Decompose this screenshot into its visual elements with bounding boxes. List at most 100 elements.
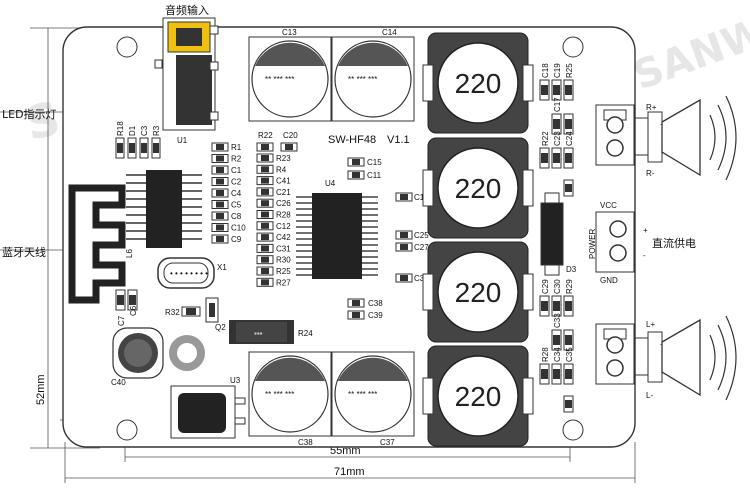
mounting-holes: [116, 36, 584, 441]
svg-text:C39: C39: [368, 311, 383, 320]
label-r27: R27: [276, 278, 291, 287]
label-c12: C12: [276, 222, 291, 231]
label-D3: D3: [566, 265, 577, 274]
svg-text:C34: C34: [553, 347, 562, 362]
svg-text:• • • • • • • •: • • • • • • • •: [170, 269, 208, 278]
speaker-icon-right: + -: [634, 95, 737, 181]
label-c9: C9: [231, 235, 242, 244]
label-c2: C2: [231, 178, 242, 187]
label-r4: R4: [276, 165, 287, 174]
svg-text:R3: R3: [152, 125, 161, 136]
speaker-terminal-left: [595, 323, 635, 385]
label-power-minus: -: [643, 251, 646, 260]
speaker-icon-left: + -: [634, 315, 737, 401]
svg-text:** *** ***: ** *** ***: [348, 390, 377, 399]
svg-text:C19: C19: [553, 63, 562, 78]
label-c41: C41: [276, 177, 291, 186]
cap-C40: [112, 327, 164, 379]
label-c1: C1: [231, 166, 242, 175]
label-c5: C5: [231, 201, 242, 210]
svg-text:** *** ***: ** *** ***: [265, 390, 294, 399]
svg-text:C11: C11: [367, 171, 382, 180]
label-C37: C37: [380, 438, 395, 447]
label-c26: C26: [276, 199, 291, 208]
svg-text:R18: R18: [116, 121, 125, 136]
label-c4: C4: [231, 189, 242, 198]
label-c42: C42: [276, 233, 291, 242]
svg-text:C30: C30: [553, 279, 562, 294]
label-c8: C8: [231, 212, 242, 221]
regulator-U3: [170, 385, 246, 439]
inductor-value: 220: [455, 381, 502, 412]
label-R24: R24: [298, 329, 313, 338]
svg-text:C29: C29: [541, 279, 550, 294]
cap-C38: ** *** ***: [248, 351, 332, 437]
svg-text:C33: C33: [553, 313, 562, 328]
svg-text:C27: C27: [414, 243, 429, 252]
label-dc-power: 直流供电: [652, 236, 696, 250]
label-X1: X1: [217, 263, 227, 272]
label-C14: C14: [382, 28, 397, 37]
dim-52mm: 52mm: [35, 374, 47, 405]
small-parts-center: C15 C11 C16 C25 C27 C3 C38 C39: [347, 157, 429, 320]
label-U4: U4: [325, 179, 336, 188]
audio-jack: [154, 17, 219, 131]
label-U3: U3: [230, 376, 241, 385]
label-L6: L6: [125, 249, 134, 258]
label-C38: C38: [298, 438, 313, 447]
led-labels: R18 D1 C3 R3: [116, 121, 161, 136]
inductor-3: 220: [422, 241, 534, 343]
label-led-indicator: LED指示灯: [2, 107, 57, 121]
power-terminal: [595, 211, 635, 273]
label-power-plus: +: [643, 226, 648, 235]
bt-antenna: [68, 184, 126, 304]
label-r28: R28: [276, 211, 291, 220]
label-r25: R25: [276, 267, 291, 276]
svg-text:C3: C3: [140, 125, 149, 136]
led-row: [115, 137, 161, 159]
svg-text:C25: C25: [414, 231, 429, 240]
label-Q2: Q2: [215, 323, 226, 332]
board-name: SW-HF48: [328, 134, 376, 146]
resistor-R24: ▪▪▪: [229, 320, 294, 344]
label-c21: C21: [276, 188, 291, 197]
svg-text:C18: C18: [541, 63, 550, 78]
label-l-plus: L+: [646, 320, 655, 329]
small-caps-c7-c6: C7 C6: [115, 289, 138, 326]
svg-text:R28: R28: [541, 347, 550, 362]
diode-D3: [540, 192, 564, 276]
mid-top-labels: R22 C20: [258, 131, 298, 140]
svg-text:C23: C23: [553, 131, 562, 146]
inductor-1: 220: [422, 32, 534, 134]
label-bt-antenna: 蓝牙天线: [2, 245, 46, 259]
label-power: POWER: [588, 229, 597, 259]
label-r23: R23: [276, 154, 291, 163]
label-gnd: GND: [600, 276, 618, 285]
label-r1: R1: [231, 143, 242, 152]
label-C40: C40: [111, 378, 126, 387]
svg-text:C6: C6: [129, 305, 138, 316]
svg-text:C3: C3: [414, 274, 425, 283]
svg-text:C17: C17: [553, 97, 562, 112]
inductor-2: 220: [422, 137, 534, 239]
svg-text:▪▪▪: ▪▪▪: [254, 329, 263, 338]
svg-text:** *** ***: ** *** ***: [265, 75, 294, 84]
board-version: V1.1: [387, 134, 410, 146]
speaker-terminal-right: [595, 104, 635, 166]
svg-text:C20: C20: [283, 131, 298, 140]
svg-text:C7: C7: [117, 315, 126, 326]
dim-55mm: 55mm: [330, 445, 361, 457]
label-l-minus: L-: [646, 391, 653, 400]
label-c10: C10: [231, 224, 246, 233]
svg-text:R25: R25: [565, 63, 574, 78]
svg-text:C15: C15: [367, 158, 382, 167]
label-r2: R2: [231, 155, 242, 164]
cap-C13: ** *** ***: [248, 36, 332, 122]
label-R32: R32: [165, 308, 180, 317]
inductor-value: 220: [455, 68, 502, 99]
dim-71mm: 71mm: [334, 466, 365, 478]
label-r-plus: R+: [646, 103, 657, 112]
label-r30: R30: [276, 256, 291, 265]
